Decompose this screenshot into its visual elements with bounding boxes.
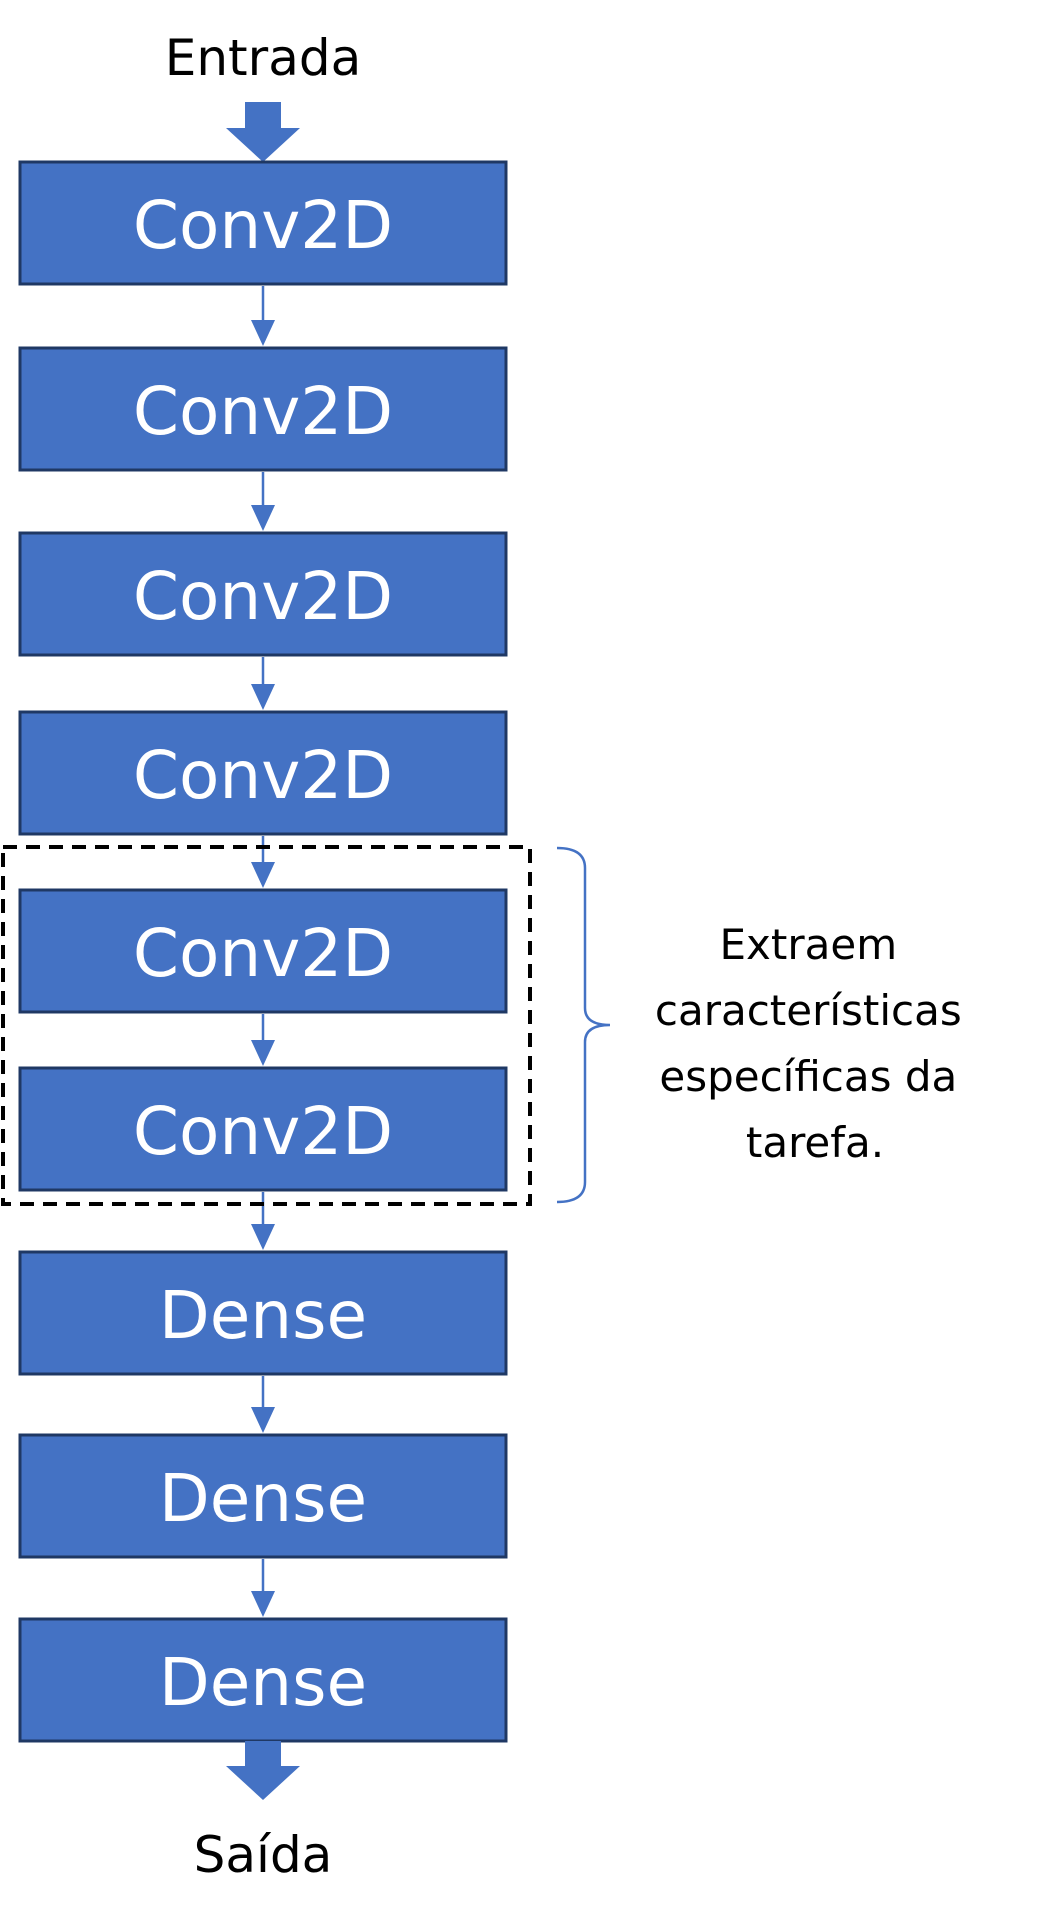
layer-label: Conv2D: [133, 187, 393, 264]
connector-arrow: [251, 657, 275, 710]
connector-arrow: [251, 1192, 275, 1250]
curly-brace: [556, 846, 611, 1204]
layer-label: Conv2D: [133, 737, 393, 814]
layer-block: Conv2D: [18, 531, 508, 657]
layer-label: Conv2D: [133, 558, 393, 635]
layer-block: Conv2D: [18, 710, 508, 836]
note-line: específicas da: [659, 1052, 957, 1101]
layer-block: Conv2D: [18, 1066, 508, 1192]
note-text: Extraem características específicas da t…: [655, 920, 975, 1167]
output-label: Saída: [194, 1826, 333, 1884]
layer-label: Conv2D: [133, 1093, 393, 1170]
highlight-dashed-box: [1, 845, 532, 1206]
note-line: Extraem: [720, 920, 898, 969]
layer-block: Dense: [18, 1250, 508, 1376]
output-arrow: [226, 1741, 300, 1800]
layer-label: Dense: [159, 1644, 367, 1721]
connector-arrow: [251, 836, 275, 888]
connector-arrow: [251, 472, 275, 531]
input-label: Entrada: [165, 29, 361, 87]
layer-label: Conv2D: [133, 915, 393, 992]
layer-block: Conv2D: [18, 888, 508, 1014]
connector-arrow: [251, 1014, 275, 1066]
layer-label: Dense: [159, 1460, 367, 1537]
connector-arrow: [251, 286, 275, 346]
connector-arrow: [251, 1376, 275, 1433]
layer-block: Conv2D: [18, 346, 508, 472]
note-line: tarefa.: [746, 1118, 884, 1167]
layer-block: Conv2D: [18, 160, 508, 286]
note-line: características: [655, 986, 962, 1035]
connector-arrow: [251, 1559, 275, 1617]
layer-label: Dense: [159, 1277, 367, 1354]
layer-block: Dense: [18, 1617, 508, 1743]
layer-block: Dense: [18, 1433, 508, 1559]
layer-label: Conv2D: [133, 373, 393, 450]
input-arrow: [226, 102, 300, 162]
